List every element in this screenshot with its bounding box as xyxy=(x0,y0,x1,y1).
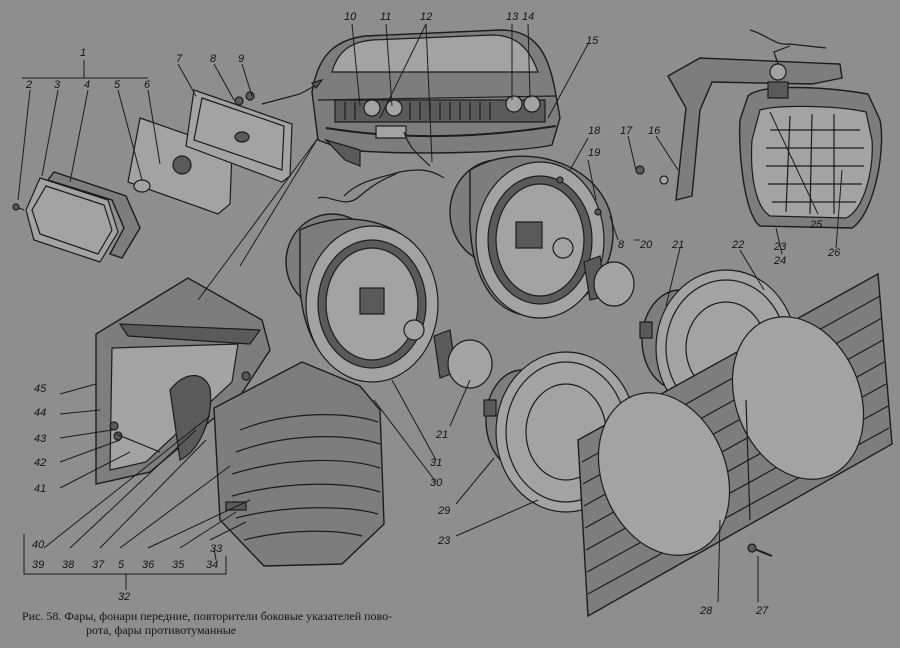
wire-harness xyxy=(343,131,445,197)
bulb-upper xyxy=(583,255,635,307)
headlight-housing-lower xyxy=(285,173,439,383)
callout-5-top: 5 xyxy=(114,79,121,91)
grille-panel xyxy=(577,272,893,618)
callout-30: 30 xyxy=(430,477,443,489)
caption-line-2: рота, фары противотуманные xyxy=(86,623,237,637)
callout-11: 11 xyxy=(380,11,391,23)
callout-5-bottom: 5 xyxy=(118,559,125,571)
callout-39: 39 xyxy=(32,559,44,571)
callout-29: 29 xyxy=(437,505,450,517)
car-illustration xyxy=(311,29,561,167)
side-repeater-assembly xyxy=(12,78,324,263)
callout-40: 40 xyxy=(32,539,45,551)
callout-35: 35 xyxy=(172,559,185,571)
callout-26: 26 xyxy=(827,247,841,259)
callout-28: 28 xyxy=(699,605,713,617)
callout-32: 32 xyxy=(118,591,130,603)
callout-25: 25 xyxy=(809,219,823,231)
callout-20: 20 xyxy=(639,239,653,251)
bulb-lower xyxy=(433,329,493,389)
leader-lines xyxy=(17,23,843,603)
callout-9: 9 xyxy=(238,53,244,65)
callout-36: 36 xyxy=(142,559,155,571)
front-lamp-lens xyxy=(213,361,385,567)
callout-16: 16 xyxy=(648,125,661,137)
callout-numbers: 1 2 3 4 5 6 7 8 9 10 11 12 13 14 15 16 1… xyxy=(25,11,841,617)
callout-38: 38 xyxy=(62,559,75,571)
screw-27 xyxy=(747,543,773,557)
figure-caption: Рис. 58. Фары, фонари передние, повторит… xyxy=(22,609,492,637)
callout-24: 24 xyxy=(773,255,786,267)
callout-8-mid: 8 xyxy=(618,239,625,251)
callout-8-top: 8 xyxy=(210,53,217,65)
callout-3: 3 xyxy=(54,79,61,91)
callout-7: 7 xyxy=(176,53,183,65)
callout-43: 43 xyxy=(34,433,47,445)
fog-lamp-assembly xyxy=(635,29,883,229)
front-lamp-frame xyxy=(95,277,271,485)
callout-6: 6 xyxy=(144,79,151,91)
callout-33: 33 xyxy=(210,543,223,555)
callout-37: 37 xyxy=(92,559,105,571)
callout-23-bottom: 23 xyxy=(437,535,451,547)
caption-line-1: Рис. 58. Фары, фонари передние, повторит… xyxy=(22,609,393,623)
callout-15: 15 xyxy=(586,35,599,47)
callout-12: 12 xyxy=(420,11,432,23)
callout-34: 34 xyxy=(206,559,218,571)
callout-22: 22 xyxy=(731,239,744,251)
callout-21-top: 21 xyxy=(671,239,684,251)
callout-2: 2 xyxy=(25,79,32,91)
callout-13: 13 xyxy=(506,11,519,23)
callout-44: 44 xyxy=(34,407,46,419)
callout-41: 41 xyxy=(34,483,46,495)
headlight-housing-upper xyxy=(449,155,614,319)
callout-21-bottom: 21 xyxy=(435,429,448,441)
callout-45: 45 xyxy=(34,383,47,395)
callout-17: 17 xyxy=(620,125,633,137)
callout-23-top: 23 xyxy=(773,241,787,253)
callout-4: 4 xyxy=(84,79,90,91)
callout-31: 31 xyxy=(430,457,442,469)
callout-27: 27 xyxy=(755,605,769,617)
callout-1: 1 xyxy=(80,47,86,59)
callout-42: 42 xyxy=(34,457,46,469)
callout-18: 18 xyxy=(588,125,601,137)
callout-19: 19 xyxy=(588,147,600,159)
callout-10: 10 xyxy=(344,11,357,23)
callout-14: 14 xyxy=(522,11,534,23)
